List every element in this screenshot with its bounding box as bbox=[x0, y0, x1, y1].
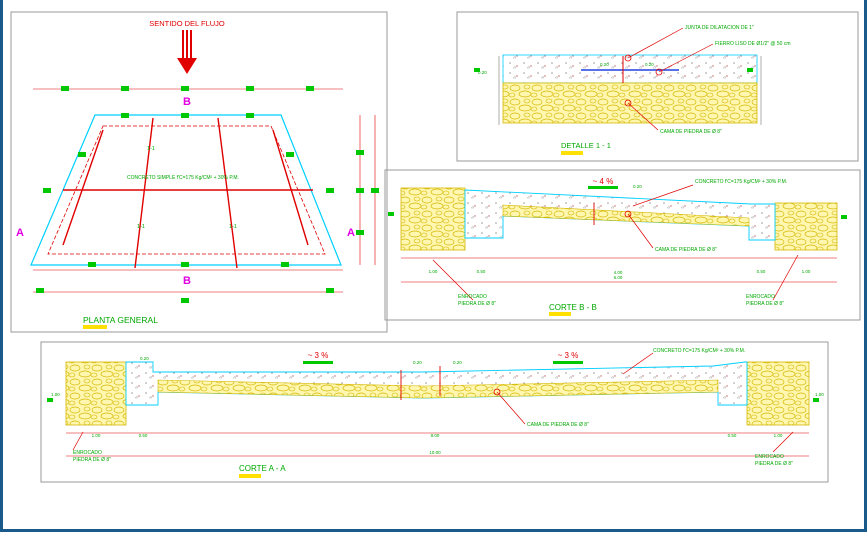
section-a-title-underline bbox=[239, 474, 261, 478]
detail-dim-height: 0.20 bbox=[478, 70, 487, 75]
section-1-mark-top: 1-1 bbox=[147, 146, 155, 152]
plan-view: SENTIDO DEL FLUJO bbox=[10, 11, 388, 333]
slab-inner-dashed bbox=[47, 125, 326, 255]
section-b-riprap-right bbox=[774, 202, 838, 251]
section-b-dim-top: 0.20 bbox=[633, 184, 642, 189]
section-b-dim-step-right: 0.50 bbox=[757, 269, 766, 274]
detail-dim-left: 0.20 bbox=[600, 62, 609, 67]
detail-dim-right: 0.20 bbox=[645, 62, 654, 67]
plan-title-underline bbox=[83, 325, 107, 329]
plan-frame bbox=[10, 11, 388, 333]
section-a-slope-left: ~ 3 % bbox=[308, 351, 329, 360]
section-a-mark-left: A bbox=[16, 227, 24, 239]
section-a-view: ~ 3 % ~ 3 % CONCRETO f'C=175 Kg/CM² + 30… bbox=[40, 341, 829, 483]
section-a-dim-top-b: 0.20 bbox=[453, 360, 462, 365]
rebar-lines bbox=[62, 117, 313, 269]
plan-title: PLANTA GENERAL bbox=[83, 315, 158, 325]
section-a-riprap-left-label: ENROCADO bbox=[73, 450, 102, 456]
plan-concrete-note: CONCRETO SIMPLE f'C=175 Kg/CM² + 30% P.M… bbox=[127, 175, 239, 181]
detail-joint-label: JUNTA DE DILATACION DE 1" bbox=[685, 25, 754, 31]
section-a-slope-right: ~ 3 % bbox=[558, 351, 579, 360]
section-a-dim-step-left: 0.50 bbox=[139, 433, 148, 438]
section-b-riprap-left-label: ENROCADO bbox=[458, 294, 487, 300]
section-b-concrete-label: CONCRETO f'C=175 Kg/CM² + 30% P.M. bbox=[695, 179, 787, 185]
section-a-dim-top-left: 0.20 bbox=[140, 356, 149, 361]
section-a-riprap-right-label: ENROCADO bbox=[755, 454, 784, 460]
detail-concrete-slab bbox=[502, 54, 758, 84]
section-a-mark-right: A bbox=[347, 227, 355, 239]
section-b-dim-inner: 4.00 bbox=[614, 270, 623, 275]
section-b-view: ~ 4 % CONCRETO f'C=175 Kg/CM² + 30% P.M.… bbox=[384, 169, 861, 321]
section-a-dim-side-left: 1.00 bbox=[92, 433, 101, 438]
section-a-dim-side-right: 1.00 bbox=[774, 433, 783, 438]
detail-frame bbox=[456, 11, 859, 162]
section-a-bed-label: CAMA DE PIEDRA DE Ø 8" bbox=[527, 422, 589, 428]
plan-dimension-ticks bbox=[36, 86, 379, 303]
detail-rebar-label: FIERRO LISO DE Ø1/2" @ 50 cm bbox=[715, 41, 790, 47]
section-a-riprap-right bbox=[746, 361, 810, 426]
section-a-dim-h-right: 1.00 bbox=[815, 392, 824, 397]
section-b-bed-label: CAMA DE PIEDRA DE Ø 8" bbox=[655, 247, 717, 253]
section-a-title: CORTE A - A bbox=[239, 464, 286, 473]
section-b-riprap-right-label: ENROCADO bbox=[746, 294, 775, 300]
detail-view: JUNTA DE DILATACION DE 1" FIERRO LISO DE… bbox=[456, 11, 859, 162]
section-a-stone-bed bbox=[157, 379, 719, 399]
section-a-dim-step-right: 0.50 bbox=[728, 433, 737, 438]
detail-title: DETALLE 1 - 1 bbox=[561, 141, 611, 150]
detail-bed-label: CAMA DE PIEDRA DE Ø 8" bbox=[660, 129, 722, 135]
section-b-riprap-right-sub: PIEDRA DE Ø 8" bbox=[746, 301, 784, 307]
section-a-dim-top-a: 0.20 bbox=[413, 360, 422, 365]
drawing-svg: SENTIDO DEL FLUJO bbox=[10, 11, 861, 483]
section-b-dim-step-left: 0.50 bbox=[477, 269, 486, 274]
section-a-frame bbox=[40, 341, 829, 483]
section-b-dim-side-right: 1.00 bbox=[802, 269, 811, 274]
slab-outline bbox=[30, 114, 342, 266]
section-1-mark-bottom-left: 1-1 bbox=[137, 224, 145, 230]
section-a-dim-total: 10.00 bbox=[429, 450, 441, 455]
section-b-slope: ~ 4 % bbox=[593, 177, 614, 186]
section-b-mark-bottom: B bbox=[183, 275, 191, 287]
section-a-concrete-label: CONCRETO f'C=175 Kg/CM² + 30% P.M. bbox=[653, 348, 745, 354]
detail-title-underline bbox=[561, 151, 583, 155]
flow-arrow-icon bbox=[177, 30, 197, 74]
section-b-riprap-left bbox=[400, 187, 466, 251]
section-b-riprap-left-sub: PIEDRA DE Ø 8" bbox=[458, 301, 496, 307]
section-b-title-underline bbox=[549, 312, 571, 316]
flow-label: SENTIDO DEL FLUJO bbox=[149, 19, 225, 28]
section-b-stone-bed bbox=[502, 204, 750, 227]
section-a-dim-inner: 8.00 bbox=[431, 433, 440, 438]
section-b-mark-top: B bbox=[183, 96, 191, 108]
section-b-frame bbox=[384, 169, 861, 321]
section-b-dim-side-left: 1.00 bbox=[429, 269, 438, 274]
section-b-dim-total: 6.00 bbox=[614, 275, 623, 280]
section-1-mark-bottom-right: 1-1 bbox=[229, 224, 237, 230]
section-a-riprap-left bbox=[65, 361, 127, 426]
section-b-title: CORTE B - B bbox=[549, 303, 597, 312]
section-a-dim-h-left: 1.00 bbox=[51, 392, 60, 397]
section-a-riprap-right-sub: PIEDRA DE Ø 8" bbox=[755, 461, 793, 467]
detail-stone-bed bbox=[502, 82, 758, 124]
section-a-riprap-left-sub: PIEDRA DE Ø 8" bbox=[73, 457, 111, 463]
